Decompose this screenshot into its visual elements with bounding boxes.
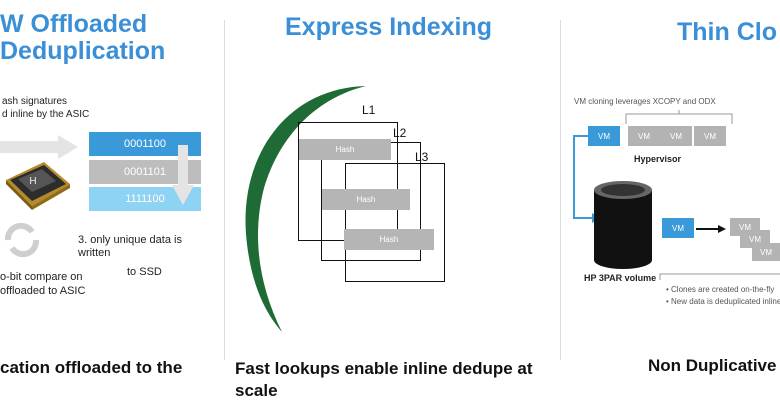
vm-stack-3: VM xyxy=(752,243,780,261)
level-label-l2: L2 xyxy=(393,126,407,140)
vm-group-bracket xyxy=(625,110,733,124)
vm-box-clone-1: VM xyxy=(628,126,660,146)
panel-title: Express Indexing xyxy=(285,13,493,41)
panel-divider-2 xyxy=(560,20,561,360)
index-level-l3 xyxy=(345,163,445,282)
step2-text-line2: offloaded to ASIC xyxy=(0,285,86,297)
step2-text-line1: o-bit compare on xyxy=(0,271,83,283)
panel-title: Thin Clo xyxy=(677,18,777,46)
refresh-cycle-icon xyxy=(4,222,40,258)
index-arc-shape xyxy=(245,86,366,332)
panel-hw-offloaded-dedup: W Offloaded Deduplication ash signatures… xyxy=(0,0,222,404)
panel-caption-line2: scale xyxy=(235,381,278,400)
bullet-bracket xyxy=(659,273,780,280)
hash-bar-3: Hash xyxy=(344,229,434,250)
svg-text:H: H xyxy=(29,176,36,187)
panel-thin-clones: Thin Clo VM cloning leverages XCOPY and … xyxy=(562,0,780,404)
right-arrow-icon xyxy=(0,135,78,159)
panel-title-line1: W Offloaded xyxy=(0,10,148,38)
vm-box-clone-3: VM xyxy=(694,126,726,146)
arrow-right-icon xyxy=(696,225,726,233)
step1-text-line2: d inline by the ASIC xyxy=(2,109,90,120)
panel-title-line2: Deduplication xyxy=(0,37,166,65)
step3-text-line1: 3. only unique data is xyxy=(78,234,182,246)
panel-express-indexing: Express Indexing L1 L2 L3 Hash Hash Hash… xyxy=(226,0,558,404)
asic-chip-icon: H xyxy=(6,162,70,210)
hypervisor-label: Hypervisor xyxy=(634,154,682,164)
hash-bar-1: Hash xyxy=(299,139,391,160)
down-arrow-icon xyxy=(172,145,194,205)
panel-divider-1 xyxy=(224,20,225,360)
level-label-l3: L3 xyxy=(415,150,429,164)
vm-box-active: VM xyxy=(588,126,620,146)
bullet-dedup: • New data is deduplicated inline xyxy=(666,297,780,306)
step1-text-line1: ash signatures xyxy=(2,96,68,107)
volume-label: HP 3PAR volume xyxy=(584,273,657,283)
step3-text-line3: to SSD xyxy=(127,266,162,278)
hash-bar-2: Hash xyxy=(322,189,410,210)
step3-text-line2: written xyxy=(78,247,111,259)
level-label-l1: L1 xyxy=(362,103,376,117)
vm-box-clone-2: VM xyxy=(660,126,692,146)
vm-box-volume: VM xyxy=(662,218,694,238)
panel-caption-line1: Fast lookups enable inline dedupe at xyxy=(235,359,533,378)
cloning-note: VM cloning leverages XCOPY and ODX xyxy=(574,97,716,106)
panel-caption: Non Duplicative xyxy=(648,356,777,375)
storage-volume-icon xyxy=(594,181,652,269)
panel-caption: cation offloaded to the xyxy=(0,358,183,377)
bullet-clones: • Clones are created on-the-fly xyxy=(666,285,775,294)
